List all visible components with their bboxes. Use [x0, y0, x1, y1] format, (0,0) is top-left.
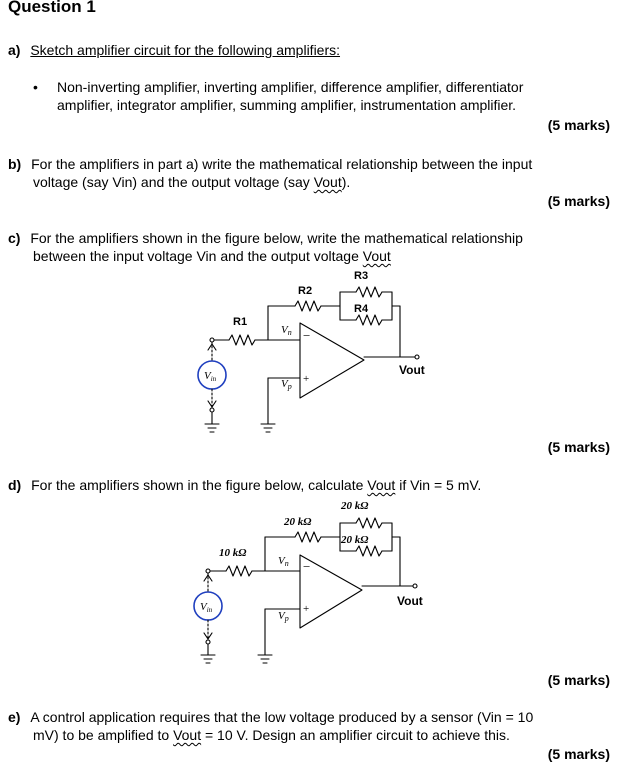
part-d-marks: (5 marks) [547, 672, 610, 688]
part-d-line: d) For the amplifiers shown in the figur… [8, 477, 481, 493]
part-a-heading: a) Sketch amplifier circuit for the foll… [8, 42, 340, 58]
part-e-marks: (5 marks) [547, 746, 610, 762]
part-c-label: c) [8, 230, 21, 246]
question-title: Question 1 [8, 0, 96, 16]
part-e-text-line2-end: = 10 V. Design an amplifier circuit to a… [201, 727, 510, 743]
bullet-icon: • [33, 79, 38, 95]
circuit-c-vin-label: Vin [204, 370, 217, 383]
circuit-c-r2-label: R2 [298, 285, 312, 297]
circuit-c-r4-label: R4 [354, 303, 369, 315]
circuit-d-r4-label: 20 kΩ [340, 534, 369, 546]
circuit-c-vp-label: Vp [281, 378, 292, 391]
circuit-d-r1-resistor [225, 565, 253, 577]
part-e-label: e) [8, 709, 21, 725]
part-a-marks: (5 marks) [547, 117, 610, 133]
circuit-d-opamp [299, 554, 363, 629]
part-b-text-line2: voltage (say Vin) and the output voltage… [33, 174, 314, 190]
part-e-text-line2: mV) to be amplified to [33, 727, 174, 743]
circuit-d-minus: − [303, 559, 310, 574]
part-c-text-line2: between the input voltage Vin and the ou… [33, 248, 363, 264]
circuit-c-vout-label: Vout [399, 363, 425, 377]
part-b-label: b) [8, 156, 22, 172]
part-c-line1: c) For the amplifiers shown in the figur… [8, 230, 523, 246]
circuit-d-r4-resistor [355, 545, 383, 557]
part-d-text: For the amplifiers shown in the figure b… [31, 477, 368, 493]
part-c-text-line1: For the amplifiers shown in the figure b… [30, 230, 523, 246]
part-a-bullet-line1: Non-inverting amplifier, inverting ampli… [57, 79, 524, 95]
circuit-d-plus: + [303, 603, 309, 615]
part-e-text-line1: A control application requires that the … [30, 709, 534, 725]
part-e-line2: mV) to be amplified to Vout = 10 V. Desi… [33, 727, 510, 743]
part-e-vout-word: Vout [173, 727, 202, 743]
circuit-d-r2-label: 20 kΩ [283, 516, 312, 528]
circuit-d-vn-label: Vn [278, 555, 289, 568]
part-b-line1: b) For the amplifiers in part a) write t… [8, 156, 532, 172]
circuit-c-r3-resistor [355, 286, 383, 298]
circuit-d-vout-label: Vout [397, 594, 423, 608]
circuit-d-vp-label: Vp [278, 610, 289, 623]
part-d-text-end: if Vin = 5 mV. [395, 477, 482, 493]
circuit-c-plus: + [303, 373, 309, 385]
circuit-c-r1-label: R1 [233, 316, 247, 328]
part-b-vout-word: Vout [313, 174, 342, 190]
circuit-d-r2-resistor [294, 531, 322, 543]
part-b-text-line1: For the amplifiers in part a) write the … [31, 156, 533, 172]
circuit-c-r1-resistor [228, 334, 256, 346]
part-c-vout-word: Vout [362, 248, 391, 264]
part-b-marks: (5 marks) [547, 193, 610, 209]
circuit-d-source-circle [193, 591, 223, 621]
circuit-d-r3-label: 20 kΩ [340, 500, 369, 512]
part-d-label: d) [8, 477, 22, 493]
circuit-d-r3-resistor [355, 517, 383, 529]
circuit-d-r1-label: 10 kΩ [219, 547, 247, 559]
part-d-vout-word: Vout [367, 477, 396, 493]
part-e-line1: e) A control application requires that t… [8, 709, 533, 725]
circuit-c-source-circle [197, 360, 227, 390]
part-b-line2: voltage (say Vin) and the output voltage… [33, 174, 350, 190]
part-c-line2: between the input voltage Vin and the ou… [33, 248, 391, 264]
part-a-bullet-line2: amplifier, integrator amplifier, summing… [57, 97, 517, 113]
circuit-d-vin-label: Vin [200, 601, 213, 614]
circuit-c-r4-resistor [355, 314, 383, 326]
circuit-c-r2-resistor [294, 300, 322, 312]
part-a-text: Sketch amplifier circuit for the followi… [30, 42, 341, 58]
circuit-c-vn-label: Vn [281, 324, 292, 337]
circuit-c-minus: − [303, 328, 310, 343]
circuit-c-r3-label: R3 [354, 270, 368, 282]
part-c-marks: (5 marks) [547, 439, 610, 455]
part-a-label: a) [8, 42, 21, 58]
part-b-text-line2-end: ). [341, 174, 351, 190]
circuit-c-opamp [299, 322, 365, 399]
